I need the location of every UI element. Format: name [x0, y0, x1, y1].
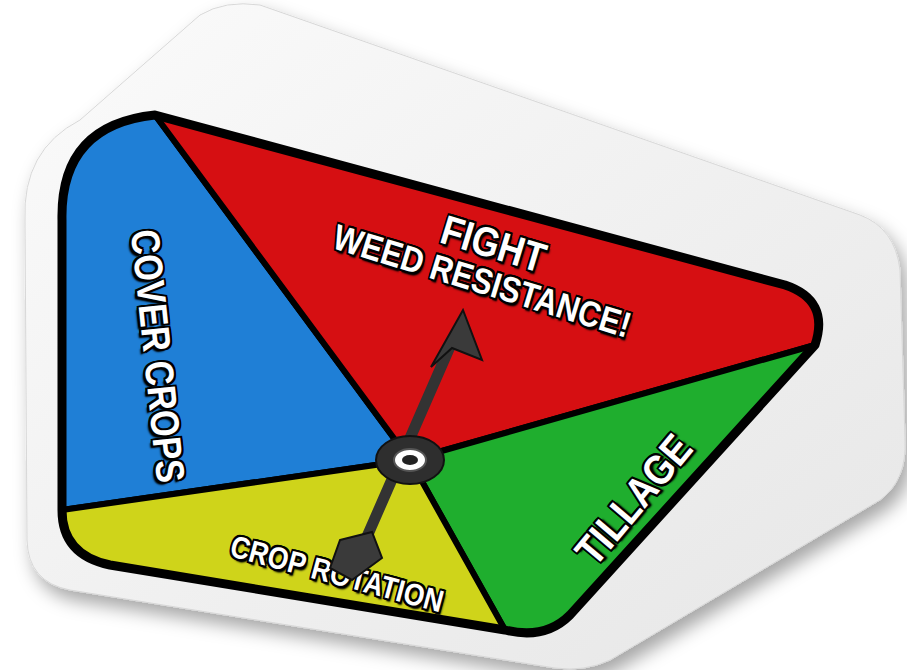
- wedge-yellow: CROP ROTATION: [62, 460, 505, 630]
- spinner-arrow: [330, 310, 482, 580]
- spinner-hub: [376, 436, 444, 484]
- hub-center: [402, 455, 418, 465]
- arrow-tail: [330, 532, 382, 580]
- arrow-head: [431, 310, 482, 367]
- hub-ring: [394, 449, 426, 471]
- arrow-shaft: [362, 342, 452, 548]
- wedge-fill: [62, 460, 505, 630]
- spinner-card: [25, 4, 905, 669]
- board-border: [62, 115, 819, 633]
